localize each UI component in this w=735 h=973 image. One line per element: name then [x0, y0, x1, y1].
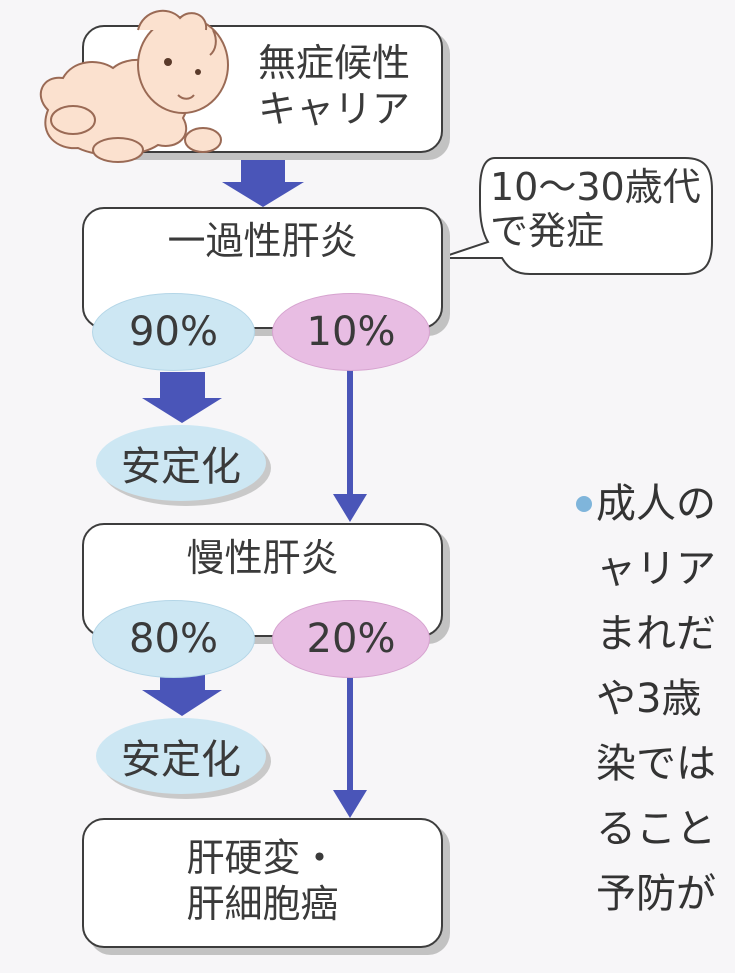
final-line1: 肝硬変・ [186, 836, 339, 880]
bubble-line1: 10〜30歳代 [490, 165, 701, 209]
chronic-stable: 安定化 [96, 718, 266, 794]
chronic-right-pct: 20% [272, 600, 430, 678]
baby-illustration [39, 9, 229, 163]
final-text: 肝硬変・ 肝細胞癌 [82, 835, 443, 927]
final-outcome-box [82, 818, 443, 948]
transient-stable: 安定化 [96, 425, 266, 501]
note-line-6: ること [596, 806, 716, 852]
carrier-line2: キャリア [257, 87, 410, 131]
bubble-line2: で発症 [490, 209, 605, 253]
block-arrow-1 [222, 160, 304, 207]
note-line-2: ャリア [596, 546, 716, 592]
note-line-7: 予防が [596, 871, 716, 917]
thin-arrow-1-head [333, 494, 367, 522]
note-line-3: まれだ [596, 611, 716, 657]
final-line2: 肝細胞癌 [186, 882, 339, 926]
chronic-title: 慢性肝炎 [186, 536, 339, 580]
carrier-line1: 無症候性 [257, 41, 410, 85]
block-arrow-2 [142, 372, 222, 423]
transient-title: 一過性肝炎 [167, 219, 358, 263]
transient-left-pct: 90% [92, 293, 255, 371]
thin-arrow-2-head [333, 790, 367, 818]
speech-bubble [439, 157, 713, 275]
bullet-dot-icon [576, 496, 592, 512]
carrier-label: 無症候性 キャリア [234, 40, 434, 132]
baby-icon [39, 9, 229, 163]
bubble-text: 10〜30歳代 で発症 [490, 165, 701, 253]
note-line-5: 染では [596, 741, 716, 787]
note-line-1: 成人の [596, 481, 716, 527]
chronic-left-pct: 80% [92, 600, 255, 678]
transient-right-pct: 10% [272, 293, 430, 371]
note-line-4: や3歳 [596, 676, 702, 722]
